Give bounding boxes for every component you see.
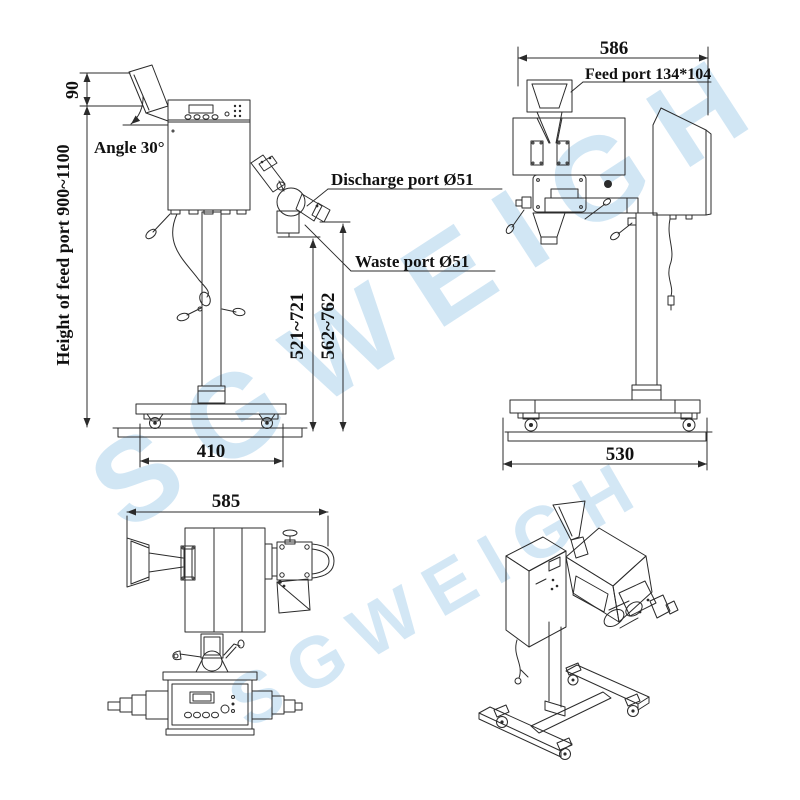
front-lower-mechanism — [505, 174, 639, 245]
side-feed-funnel — [128, 64, 169, 122]
dim-90-label: 90 — [62, 81, 82, 99]
iso-control-box — [505, 536, 567, 685]
dim-586-label: 586 — [600, 38, 629, 59]
iso-feed-funnel — [552, 500, 589, 559]
iso-view — [478, 500, 679, 760]
side-view — [79, 64, 503, 468]
iso-caster — [556, 737, 573, 760]
side-ground — [112, 427, 308, 438]
side-base — [135, 403, 287, 429]
side-labels — [304, 188, 503, 272]
side-waste-duct — [276, 210, 300, 234]
dim-562-762-label: 562~762 — [318, 293, 339, 360]
iso-base — [478, 662, 650, 760]
iso-discharge-assembly — [603, 580, 679, 629]
front-ground — [504, 431, 713, 442]
iso-caster — [624, 693, 641, 717]
plan-control-panel — [107, 671, 303, 736]
front-base-dimension — [502, 417, 708, 471]
plan-feed-hopper — [126, 537, 196, 588]
plan-body — [184, 527, 266, 633]
plan-discharge-assembly — [264, 529, 335, 614]
iso-caster — [493, 704, 510, 728]
discharge-port-label: Discharge port Ø51 — [331, 170, 474, 189]
feed-port-label: Feed port 134*104 — [585, 66, 711, 83]
height-of-feed-port-label: Height of feed port 900~1100 — [53, 144, 73, 365]
waste-port-label: Waste port Ø51 — [355, 252, 469, 271]
side-pedestal-column — [172, 211, 246, 404]
plan-width-dimension — [126, 508, 329, 547]
front-base — [509, 399, 701, 432]
side-cabinet — [145, 121, 251, 240]
front-feedport-leader — [570, 81, 712, 93]
angle-label: Angle 30° — [94, 138, 165, 157]
front-pedestal-column — [631, 212, 662, 401]
side-discharge-assembly — [250, 154, 331, 238]
side-control-panel — [167, 99, 251, 123]
plan-column-assembly — [172, 633, 245, 673]
dim-410-label: 410 — [197, 441, 226, 462]
front-width-dimension — [517, 46, 709, 116]
front-feed-hopper — [526, 79, 573, 144]
dimension-texts: 90 Height of feed port 900~1100 Angle 30… — [53, 38, 711, 512]
front-view — [502, 46, 713, 471]
iso-detector-body — [565, 527, 653, 623]
dim-530-label: 530 — [606, 444, 635, 465]
dim-585-label: 585 — [212, 491, 241, 512]
iso-column — [544, 621, 566, 717]
front-control-panel — [652, 107, 712, 311]
side-base-dimension — [139, 423, 284, 468]
front-cabinet — [512, 117, 626, 176]
side-angle-arc — [122, 95, 169, 126]
side-port-height-dimensions — [277, 221, 351, 432]
dim-521-721-label: 521~721 — [287, 293, 308, 360]
plan-view — [107, 508, 335, 736]
iso-caster — [565, 662, 582, 686]
side-view-height-dimension — [79, 72, 144, 428]
